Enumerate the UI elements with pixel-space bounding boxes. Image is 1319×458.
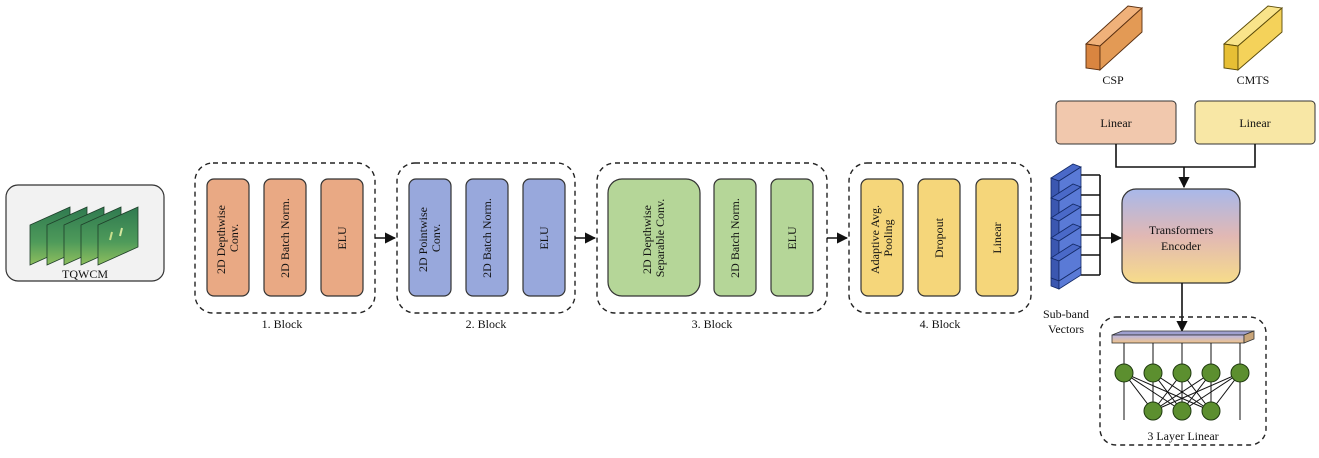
subband-label-1: Sub-band xyxy=(1043,307,1089,321)
input-panel: TQWCM xyxy=(5,184,165,282)
mlp-node xyxy=(1114,363,1134,383)
block-1-layer-1-text-2: Conv. xyxy=(227,224,241,252)
block-4-layer-1 xyxy=(860,178,904,297)
block-2-layer-1-text-1: 2D Pointwise xyxy=(416,207,430,272)
cmts-feature-bar-icon xyxy=(1222,5,1284,71)
svg-text:2D Pointwise Conv.: 2D Pointwise Conv. xyxy=(416,204,443,272)
svg-text:2D Depthwise Conv.: 2D Depthwise Conv. xyxy=(214,202,241,274)
block-1-layer-2-text: 2D Batch Norm. xyxy=(278,198,292,278)
block-3-layer-1-text-1: 2D Depthwise xyxy=(640,205,654,274)
block-4-layer-3-text: Linear xyxy=(990,222,1004,253)
block-1-layer-3 xyxy=(320,178,364,297)
block-2-layer-1-text-2: Conv. xyxy=(429,224,443,252)
block-2-layer-2-text: 2D Batch Norm. xyxy=(480,198,494,278)
csp-linear-text: Linear xyxy=(1100,116,1131,130)
mlp-node xyxy=(1172,401,1192,421)
svg-text:Adaptive Avg. Pooling: Adaptive Avg. Pooling xyxy=(868,202,895,274)
block-1: 2D Depthwise Conv. 2D Batch Norm. ELU 1.… xyxy=(194,162,376,331)
input-label: TQWCM xyxy=(62,267,108,281)
block-3-layer-3 xyxy=(770,178,814,297)
block-3: 2D Depthwise Separable Conv. 2D Batch No… xyxy=(596,162,828,331)
block-1-layer-1 xyxy=(206,178,250,297)
csp-feature-bar-icon xyxy=(1084,5,1144,72)
mlp-node xyxy=(1201,401,1221,421)
block-4-layer-2 xyxy=(917,178,961,297)
transformers-encoder: Transformers Encoder xyxy=(1121,188,1241,284)
block-2-layer-1 xyxy=(408,178,452,297)
mlp-node xyxy=(1201,363,1221,383)
block-2-label: 2. Block xyxy=(466,317,507,331)
block-4-layer-3 xyxy=(975,178,1019,297)
block-2-layer-3 xyxy=(522,178,566,297)
block-3-layer-2 xyxy=(713,178,757,297)
encoder-text-2: Encoder xyxy=(1161,239,1201,253)
subband-vector-icon xyxy=(1050,163,1082,290)
block-2: 2D Pointwise Conv. 2D Batch Norm. ELU 2.… xyxy=(396,162,576,331)
encoder-text-1: Transformers xyxy=(1149,223,1214,237)
block-3-layer-2-text: 2D Batch Norm. xyxy=(728,198,742,278)
mlp-node xyxy=(1143,363,1163,383)
mlp-node xyxy=(1230,363,1250,383)
block-4-layer-2-text: Dropout xyxy=(932,217,946,258)
block-3-layer-3-text: ELU xyxy=(785,226,799,250)
block-2-layer-3-text: ELU xyxy=(537,226,551,250)
block-3-layer-1-text-2: Separable Conv. xyxy=(653,199,667,278)
cmts-linear-text: Linear xyxy=(1239,116,1270,130)
mlp-head: 3 Layer Linear xyxy=(1099,316,1267,446)
block-1-layer-2 xyxy=(263,178,307,297)
spectrogram-stack-icon xyxy=(29,206,139,266)
block-1-label: 1. Block xyxy=(262,317,303,331)
linear-merge-lines xyxy=(1115,144,1256,189)
block-1-layer-3-text: ELU xyxy=(335,226,349,250)
csp-label: CSP xyxy=(1102,73,1124,87)
svg-text:2D Depthwise Separable C: 2D Depthwise Separable Conv. xyxy=(640,199,667,278)
mlp-node xyxy=(1172,363,1192,383)
subband-label-2: Vectors xyxy=(1048,322,1084,336)
mlp-node xyxy=(1143,401,1163,421)
block-4: Adaptive Avg. Pooling Dropout Linear 4. … xyxy=(848,162,1032,331)
block-3-label: 3. Block xyxy=(692,317,733,331)
cmts-label: CMTS xyxy=(1237,73,1270,87)
block-4-layer-1-text-2: Pooling xyxy=(881,219,895,256)
block-4-layer-1-text-1: Adaptive Avg. xyxy=(868,205,882,274)
mlp-label: 3 Layer Linear xyxy=(1147,429,1218,443)
cmts-branch: CMTS Linear xyxy=(1194,5,1316,145)
mlp-nodes xyxy=(1114,363,1250,421)
csp-branch: CSP Linear xyxy=(1055,5,1177,145)
block-1-layer-1-text-1: 2D Depthwise xyxy=(214,205,228,274)
subband-vectors: Sub-band Vectors xyxy=(1043,163,1123,336)
mlp-input-bar-icon xyxy=(1111,330,1255,344)
block-4-label: 4. Block xyxy=(920,317,961,331)
block-2-layer-2 xyxy=(465,178,509,297)
block-3-layer-1 xyxy=(607,178,701,297)
